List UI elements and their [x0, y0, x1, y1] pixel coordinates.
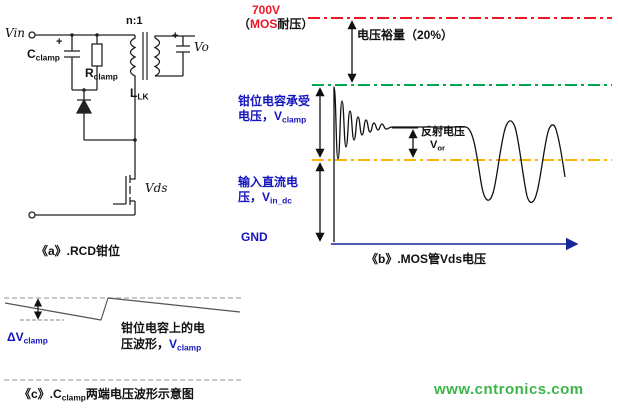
input-terminal-bottom — [28, 211, 36, 219]
reflected-voltage-label: 反射电压 — [421, 126, 465, 138]
caption-c: 《c》.Cclamp两端电压波形示意图 — [19, 387, 194, 403]
caption-a: 《a》.RCD钳位 — [36, 244, 121, 258]
reflected-voltage-symbol: Vor — [430, 139, 446, 153]
clamp-voltage-label-line1: 钳位电容承受 — [238, 94, 311, 108]
clamp-wave-label-line1: 钳位电容上的电 — [121, 321, 206, 335]
l-lk-label: LLK — [130, 86, 149, 102]
vds-plot — [308, 17, 612, 251]
output-capacitor — [176, 36, 190, 76]
secondary-winding — [153, 37, 161, 77]
vo-label: Vo — [194, 40, 209, 54]
r-clamp-label: Rclamp — [85, 66, 118, 82]
vin-label: Vin — [5, 26, 26, 40]
delta-vclamp-label: ΔVclamp — [7, 330, 48, 346]
watermark-text: www.cntronics.com — [434, 381, 584, 398]
transformer — [129, 32, 195, 170]
output-cap-plus-sign: + — [172, 30, 179, 42]
margin-label: 电压裕量（20%） — [357, 28, 454, 42]
caption-b: 《b》.MOS管Vds电压 — [366, 252, 487, 266]
secondary-top-wire — [154, 35, 195, 38]
rcd-clamp-circuit — [28, 31, 195, 219]
transformer-core — [142, 32, 148, 80]
clamp-diode — [75, 90, 135, 141]
turns-ratio-label: n:1 — [126, 15, 143, 27]
vds-waveform — [333, 86, 566, 242]
mosfet-gate — [113, 176, 127, 205]
mosfet — [113, 170, 136, 215]
clamp-cap-plus-sign: + — [56, 36, 63, 48]
junction-dots — [70, 33, 137, 142]
input-terminal-top — [28, 31, 36, 39]
limit-value-label: 700V — [252, 3, 281, 17]
limit-note-label: （MOS耐压） — [238, 17, 314, 31]
clamp-voltage-label-line2: 电压，Vclamp — [238, 109, 307, 125]
clamp-resistor — [91, 35, 103, 90]
clamp-capacitor — [64, 35, 80, 90]
primary-winding — [129, 35, 137, 170]
clamp-wave-label-line2: 压波形，Vclamp — [121, 337, 202, 353]
gnd-label: GND — [241, 230, 268, 244]
clamp-ripple-plot — [4, 297, 242, 381]
clamp-ripple-waveform — [4, 297, 241, 321]
input-dc-label-line1: 输入直流电 — [238, 175, 299, 189]
input-dc-label-line2: 压，Vin_dc — [238, 190, 292, 206]
c-clamp-label: Cclamp — [27, 47, 60, 63]
vds-label: Vds — [145, 181, 168, 195]
